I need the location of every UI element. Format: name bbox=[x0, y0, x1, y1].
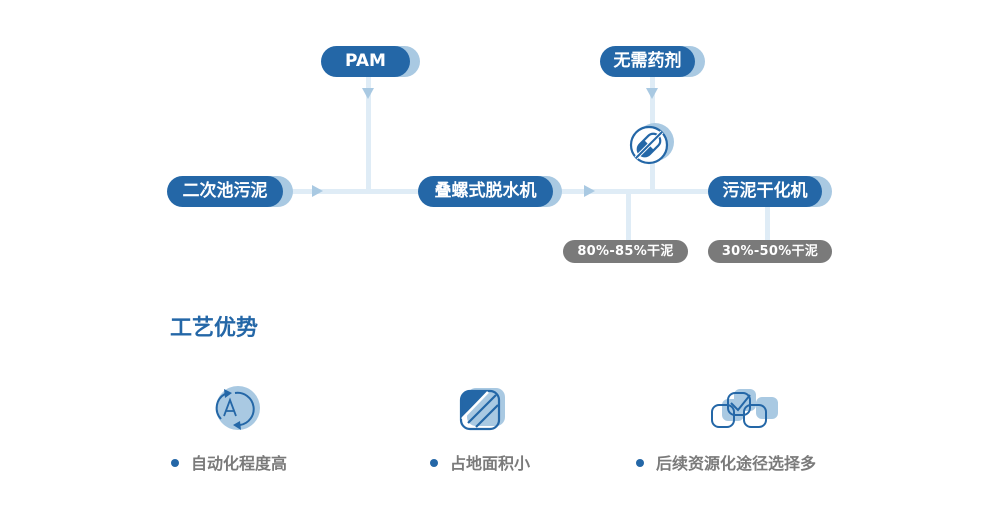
node-no-chem: 无需药剂 bbox=[600, 46, 705, 77]
resource-options-icon bbox=[711, 389, 778, 428]
node-dryer: 污泥干化机 bbox=[708, 176, 832, 207]
no-pill-icon bbox=[629, 123, 674, 165]
advantage-item-resource: 后续资源化途径选择多 bbox=[636, 450, 816, 474]
advantage-item-footprint: 占地面积小 bbox=[430, 450, 530, 474]
dewater-arrow-icon bbox=[584, 185, 595, 197]
bullet-icon bbox=[430, 458, 438, 467]
advantage-label: 占地面积小 bbox=[450, 454, 531, 473]
advantage-item-automation: 自动化程度高 bbox=[171, 450, 287, 474]
pam-arrow-icon bbox=[362, 88, 374, 99]
pam-connector-line bbox=[366, 77, 371, 191]
node-dewater-label: 叠螺式脱水机 bbox=[418, 176, 553, 207]
bullet-icon bbox=[636, 458, 644, 467]
node-source: 二次池污泥 bbox=[167, 176, 293, 207]
node-additive-label: PAM bbox=[321, 46, 410, 77]
node-no-chem-label: 无需药剂 bbox=[600, 46, 695, 77]
dewater-output-badge: 80%-85%干泥 bbox=[563, 240, 688, 263]
node-source-label: 二次池污泥 bbox=[167, 176, 283, 207]
bullet-icon bbox=[171, 458, 179, 467]
auto-cycle-icon bbox=[215, 386, 260, 430]
dryer-output-badge: 30%-50%干泥 bbox=[708, 240, 832, 263]
small-footprint-icon bbox=[459, 388, 505, 431]
dryer-output-line bbox=[765, 205, 770, 241]
no-chem-arrow-icon bbox=[646, 88, 658, 99]
section-title: 工艺优势 bbox=[170, 316, 259, 341]
node-additive: PAM bbox=[321, 46, 420, 77]
dewater-output-line bbox=[626, 191, 631, 241]
node-dryer-label: 污泥干化机 bbox=[708, 176, 822, 207]
node-dewater: 叠螺式脱水机 bbox=[418, 176, 562, 207]
advantage-label: 后续资源化途径选择多 bbox=[656, 454, 817, 473]
source-arrow-icon bbox=[312, 185, 323, 197]
advantage-label: 自动化程度高 bbox=[191, 454, 288, 473]
